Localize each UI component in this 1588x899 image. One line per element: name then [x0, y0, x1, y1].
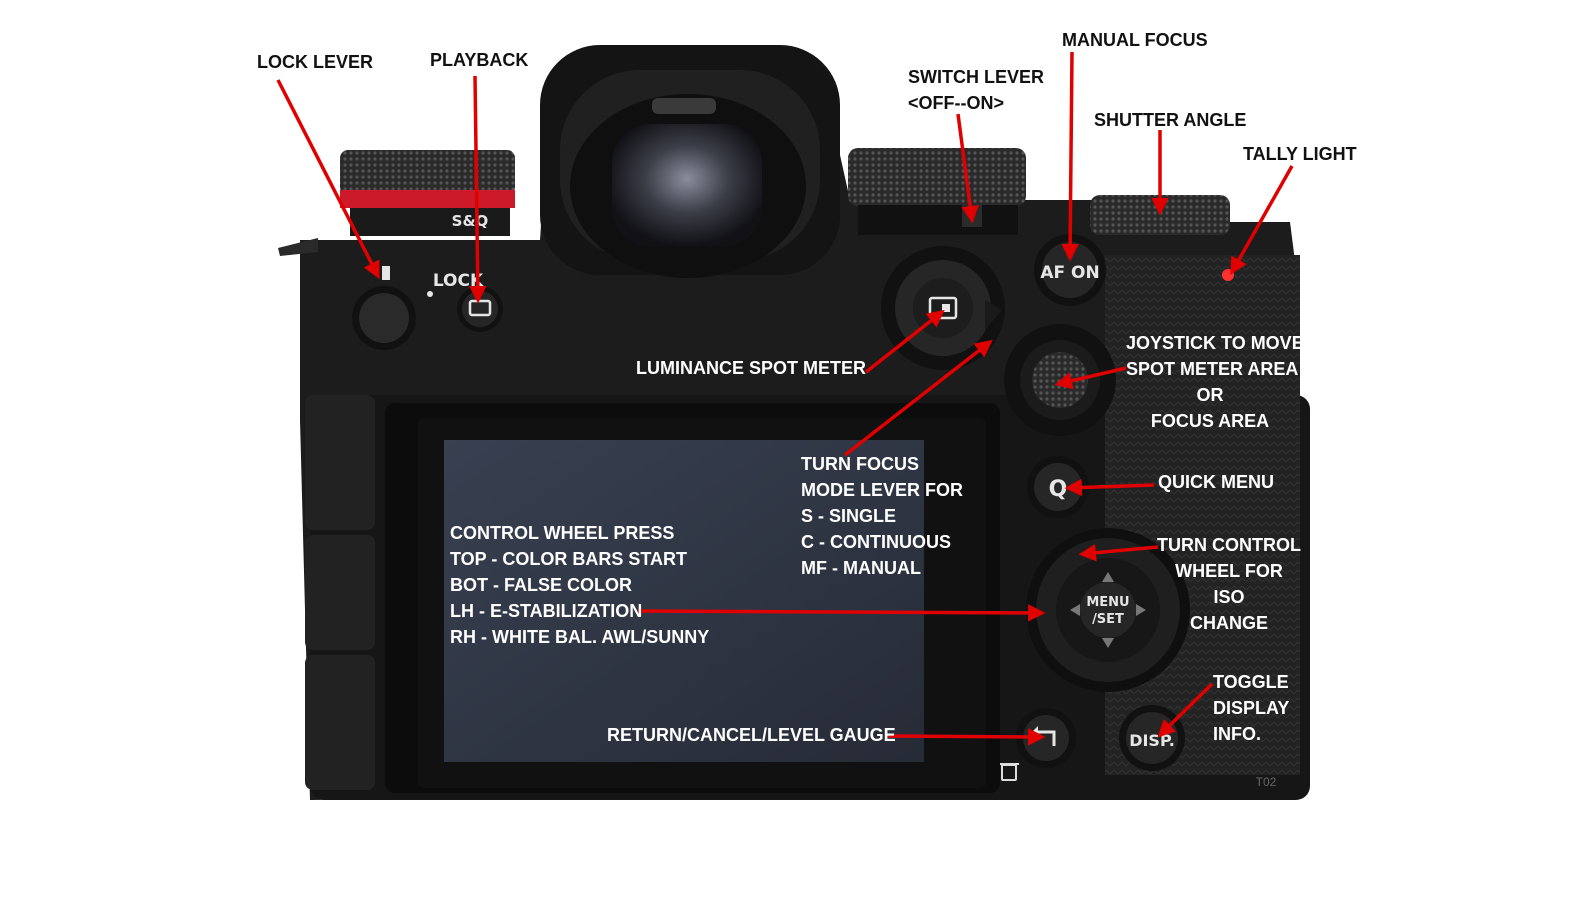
wheel-right-arrow[interactable]	[1136, 604, 1146, 616]
wheel-down-arrow[interactable]	[1102, 638, 1114, 648]
callout-arrows	[276, 51, 1294, 746]
arrow-playback	[469, 75, 487, 304]
luminance-spot-meter-label: LUMINANCE SPOT METER	[636, 358, 867, 378]
mode-dial[interactable]: S&Q	[340, 150, 515, 236]
arrow-luminance-spot-meter	[864, 309, 945, 374]
arrow-toggle-display	[1157, 682, 1214, 738]
af-on-button[interactable]: AF ON	[1034, 234, 1106, 306]
eyepiece-lens	[612, 124, 762, 246]
shutter-angle-label: SHUTTER ANGLE	[1094, 110, 1247, 130]
disp-text: DISP.	[1129, 731, 1175, 750]
disp-button[interactable]: DISP.	[1119, 705, 1185, 771]
eye-sensor	[652, 98, 716, 114]
joystick-label: JOYSTICK TO MOVE SPOT METER AREA OR FOCU…	[1126, 333, 1304, 431]
tally-light-label: TALLY LIGHT	[1243, 144, 1357, 164]
menu-text: MENU	[1086, 595, 1129, 610]
turn-focus-label: TURN FOCUS MODE LEVER FOR S - SINGLE C -…	[801, 454, 964, 578]
toggle-display-label: TOGGLE DISPLAY INFO.	[1213, 672, 1290, 744]
dial-mode-text: S&Q	[452, 212, 489, 230]
wheel-left-arrow[interactable]	[1070, 604, 1080, 616]
strap-lug	[278, 238, 318, 256]
arrow-manual-focus	[1061, 51, 1079, 262]
arrow-quick-menu	[1064, 478, 1155, 497]
hinge-block-top	[305, 395, 375, 530]
lock-lever[interactable]	[352, 266, 433, 350]
arrow-turn-control-wheel	[1078, 544, 1159, 562]
switch-lever-label: SWITCH LEVER <OFF--ON>	[908, 67, 1045, 113]
arrow-switch-lever	[956, 113, 979, 224]
playback-button[interactable]	[457, 286, 503, 332]
lcd-screen[interactable]	[385, 403, 1000, 793]
af-on-text: AF ON	[1040, 263, 1099, 283]
arrow-joystick	[1054, 366, 1127, 390]
arrow-tally-light	[1230, 165, 1294, 276]
model-code: T02	[1256, 775, 1277, 789]
hinge-block-bottom	[305, 655, 375, 790]
wheel-up-arrow[interactable]	[1102, 572, 1114, 582]
quick-menu-button[interactable]: Q	[1027, 456, 1089, 518]
q-text: Q	[1049, 477, 1068, 502]
return-cancel-label: RETURN/CANCEL/LEVEL GAUGE	[607, 725, 896, 745]
arrow-return-cancel	[887, 728, 1046, 746]
trash-icon	[999, 763, 1019, 781]
grip-texture	[1105, 255, 1300, 775]
control-wheel-press-label: CONTROL WHEEL PRESS TOP - COLOR BARS STA…	[450, 523, 710, 647]
return-button[interactable]	[1016, 708, 1076, 768]
hinge-block-middle	[305, 535, 375, 650]
focus-mode-dial[interactable]	[848, 148, 1026, 235]
arrow-control-wheel-press	[637, 604, 1046, 622]
arrow-turn-focus	[843, 339, 993, 457]
menu-set-button[interactable]: MENU /SET	[1080, 582, 1136, 638]
turn-control-wheel-label: TURN CONTROL WHEEL FOR ISO CHANGE	[1157, 535, 1301, 633]
manual-focus-label: MANUAL FOCUS	[1062, 30, 1208, 50]
joystick[interactable]	[1004, 324, 1116, 436]
quick-menu-label: QUICK MENU	[1158, 472, 1274, 492]
set-text: /SET	[1092, 612, 1124, 627]
arrow-lock-lever	[276, 79, 380, 280]
viewfinder	[540, 45, 840, 278]
playback-label: PLAYBACK	[430, 50, 529, 70]
lock-lever-label: LOCK LEVER	[257, 52, 374, 72]
